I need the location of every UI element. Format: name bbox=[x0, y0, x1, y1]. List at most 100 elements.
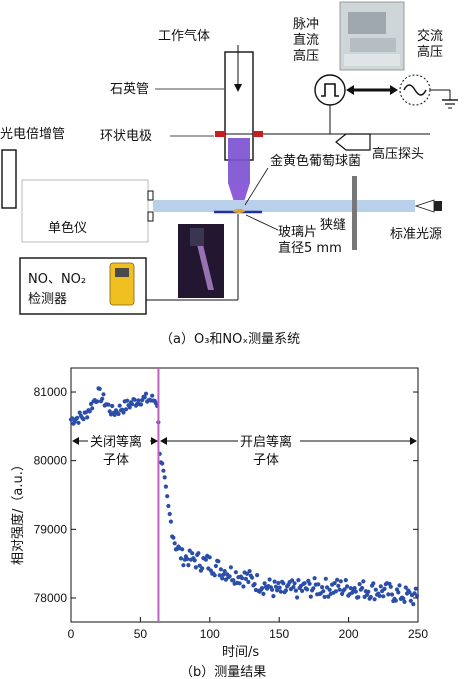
data-point bbox=[252, 582, 257, 587]
pulse-hv-label-1: 脉冲 bbox=[293, 17, 319, 32]
data-point bbox=[411, 602, 416, 607]
data-point bbox=[237, 581, 242, 586]
data-point bbox=[240, 576, 245, 581]
data-point bbox=[190, 551, 195, 556]
data-point bbox=[250, 575, 255, 580]
data-point bbox=[326, 594, 331, 599]
data-point bbox=[296, 578, 301, 583]
data-point bbox=[357, 582, 362, 587]
data-points bbox=[68, 386, 420, 607]
data-point bbox=[165, 494, 170, 499]
data-point bbox=[166, 503, 171, 509]
data-point bbox=[343, 578, 348, 583]
x-tick-label: 50 bbox=[134, 627, 148, 641]
data-point bbox=[100, 396, 105, 401]
data-point bbox=[316, 582, 321, 587]
data-point bbox=[246, 579, 251, 585]
data-point bbox=[302, 581, 307, 586]
caption-a: （a）O₃和NOₓ测量系统 bbox=[160, 332, 300, 347]
data-point bbox=[273, 584, 278, 589]
data-point bbox=[276, 580, 281, 586]
data-point bbox=[312, 576, 317, 581]
data-point bbox=[368, 594, 373, 600]
data-point bbox=[168, 519, 173, 524]
ac-hv-label-1: 交流 bbox=[417, 28, 443, 44]
data-point bbox=[150, 393, 155, 398]
x-tick-label: 150 bbox=[269, 627, 289, 641]
pulse-hv-label-2: 直流 bbox=[293, 33, 319, 48]
data-point bbox=[127, 405, 132, 410]
pmt-label: 光电倍增管 bbox=[0, 127, 65, 142]
data-point bbox=[408, 598, 413, 603]
data-point bbox=[290, 578, 295, 583]
detector-label-1: NO、NO₂ bbox=[28, 272, 86, 287]
data-point bbox=[163, 484, 168, 489]
data-point bbox=[267, 577, 272, 582]
data-point bbox=[366, 589, 371, 594]
data-point bbox=[402, 599, 407, 605]
data-point bbox=[396, 590, 401, 595]
data-point bbox=[231, 578, 236, 583]
data-point bbox=[162, 475, 167, 480]
data-point bbox=[138, 402, 144, 407]
data-point bbox=[121, 410, 126, 415]
data-point bbox=[243, 576, 248, 582]
data-point bbox=[255, 573, 260, 578]
data-point bbox=[87, 409, 92, 414]
data-point bbox=[106, 402, 111, 407]
data-point bbox=[161, 468, 166, 473]
glass-label-1: 玻璃片 bbox=[278, 225, 317, 240]
data-point bbox=[322, 594, 327, 600]
data-point bbox=[262, 581, 267, 586]
data-point bbox=[193, 565, 198, 570]
data-point bbox=[85, 415, 90, 420]
data-point bbox=[275, 588, 280, 593]
data-point bbox=[333, 589, 338, 594]
data-point bbox=[381, 594, 386, 599]
data-point bbox=[335, 577, 340, 582]
data-point bbox=[356, 595, 361, 600]
plasma-jet bbox=[228, 183, 250, 208]
staph-label: 金黄色葡萄球菌 bbox=[270, 153, 361, 169]
ring-electrode-left bbox=[215, 131, 225, 137]
hv-probe-icon bbox=[335, 133, 371, 151]
data-point bbox=[213, 563, 218, 569]
data-point bbox=[228, 565, 233, 570]
x-tick-label: 200 bbox=[339, 627, 359, 641]
std-light-label: 标准光源 bbox=[390, 227, 442, 242]
x-tick-label: 250 bbox=[408, 627, 428, 641]
annotation-off-2: 子体 bbox=[103, 453, 129, 468]
data-point bbox=[323, 576, 328, 581]
data-point bbox=[181, 563, 186, 568]
data-point bbox=[212, 573, 217, 578]
data-point bbox=[372, 597, 377, 602]
data-point bbox=[192, 558, 197, 563]
data-point bbox=[382, 586, 387, 592]
data-point bbox=[221, 572, 226, 577]
x-axis-label: 时间/s bbox=[222, 645, 259, 660]
y-tick-label: 81000 bbox=[34, 385, 68, 399]
data-point bbox=[360, 585, 365, 591]
work-gas-label: 工作气体 bbox=[158, 28, 210, 44]
data-point bbox=[217, 573, 222, 578]
data-point bbox=[130, 402, 135, 407]
data-point bbox=[283, 588, 288, 593]
gas-arrow-head bbox=[234, 84, 242, 92]
data-point bbox=[200, 566, 205, 571]
caption-b: （b）测量结果 bbox=[180, 665, 266, 679]
data-point bbox=[116, 411, 121, 417]
data-point bbox=[320, 585, 325, 590]
data-point bbox=[196, 551, 201, 556]
data-point bbox=[393, 598, 398, 603]
data-point bbox=[241, 584, 246, 589]
annotation-on-2: 子体 bbox=[253, 453, 279, 468]
data-point bbox=[125, 398, 130, 403]
ring-electrode-label: 环状电极 bbox=[100, 129, 152, 144]
data-point bbox=[373, 587, 378, 592]
data-point bbox=[81, 417, 86, 422]
x-tick-label: 100 bbox=[200, 627, 220, 641]
data-point bbox=[377, 593, 382, 599]
slit-label: 狭缝 bbox=[320, 218, 346, 233]
